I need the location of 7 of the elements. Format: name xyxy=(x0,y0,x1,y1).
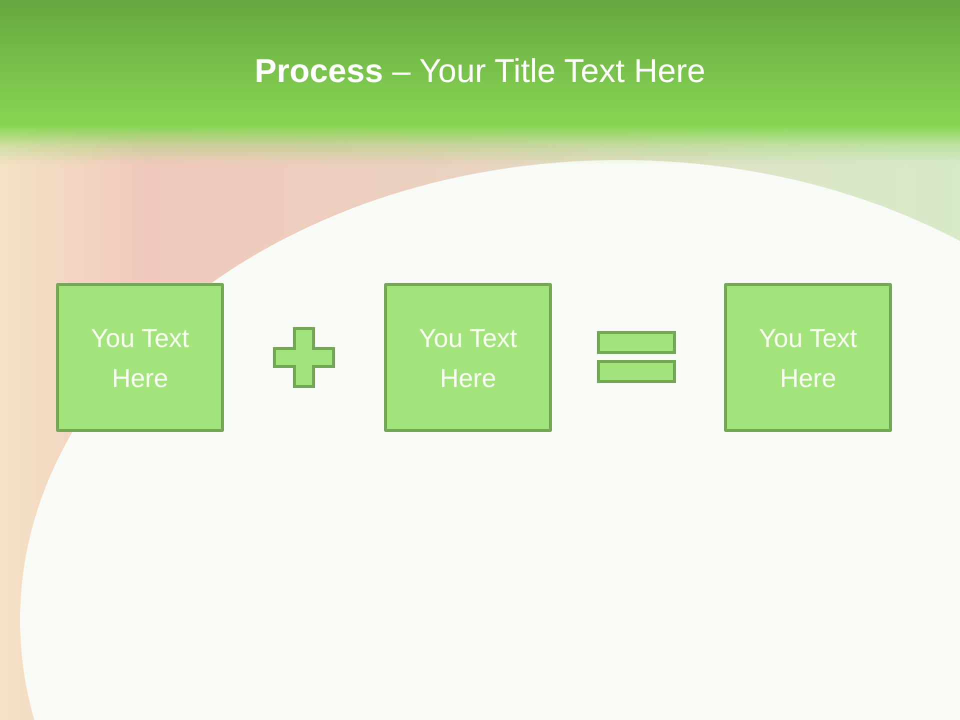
slide-title: Process – Your Title Text Here xyxy=(254,52,706,89)
process-box xyxy=(724,283,892,432)
process-box xyxy=(384,283,552,432)
box-text: You Text Here xyxy=(90,322,190,394)
box-text: You Text Here xyxy=(418,322,518,394)
box-text: You Text Here xyxy=(758,322,858,394)
process-box xyxy=(56,283,224,432)
